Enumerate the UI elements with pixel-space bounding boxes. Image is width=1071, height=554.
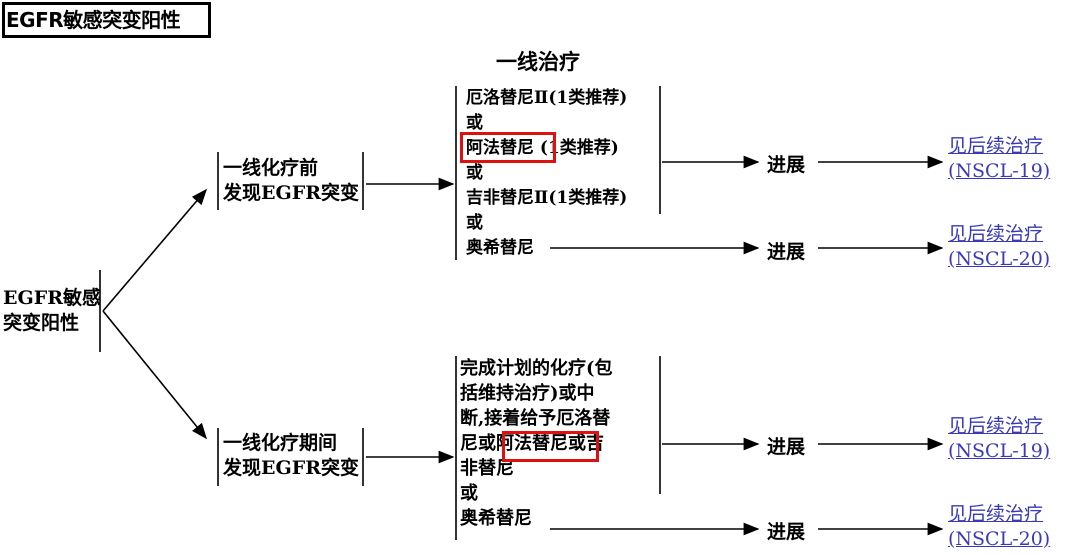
root-node: EGFR敏感 突变阳性 [3, 286, 101, 336]
link-nscl-20-top[interactable]: 见后续治疗 (NSCL-20) [948, 222, 1050, 272]
link-nscl-19-bottom[interactable]: 见后续治疗 (NSCL-19) [948, 414, 1050, 464]
branch-during-line2: 发现EGFR突变 [223, 457, 359, 479]
afatinib-highlight-box [460, 132, 556, 163]
branch-before-line1: 一线化疗前 [223, 157, 319, 179]
title-box [2, 2, 211, 38]
link-line2: (NSCL-19) [948, 440, 1051, 462]
option-osimertinib: 奥希替尼 [466, 238, 534, 258]
branch-before-chemo: 一线化疗前 发现EGFR突变 [223, 156, 359, 206]
link-line1: 见后续治疗 [948, 503, 1044, 525]
link-line1: 见后续治疗 [948, 135, 1044, 157]
page-title: EGFR敏感突变阳性 [6, 8, 181, 32]
link-nscl-19-top[interactable]: 见后续治疗 (NSCL-19) [948, 134, 1050, 184]
bottom-text-line3: 断,接着给予厄洛替 [460, 408, 611, 429]
progress-label-1: 进展 [767, 154, 806, 176]
branch-during-chemo: 一线化疗期间 发现EGFR突变 [223, 431, 359, 481]
afatinib-highlight-text: 阿法替尼 [496, 433, 568, 454]
progress-label-3: 进展 [767, 436, 806, 458]
afatinib-highlight-box-bottom [502, 431, 599, 462]
root-line2: 突变阳性 [3, 312, 80, 334]
or-label: 或 [466, 213, 483, 233]
link-line2: (NSCL-20) [948, 528, 1051, 550]
option-afatinib: 阿法替尼 (1类推荐) [466, 138, 619, 158]
bottom-text-line1: 完成计划的化疗(包 [460, 358, 613, 379]
or-label: 或 [460, 483, 478, 504]
link-line1: 见后续治疗 [948, 223, 1044, 245]
column-header: 一线治疗 [496, 50, 580, 74]
or-label: 或 [466, 163, 483, 183]
link-line2: (NSCL-19) [948, 160, 1051, 182]
top-options: 厄洛替尼Ⅱ(1类推荐) 或 阿法替尼 (1类推荐) 或 吉非替尼Ⅱ(1类推荐) … [466, 86, 627, 261]
link-nscl-20-bottom[interactable]: 见后续治疗 (NSCL-20) [948, 502, 1050, 552]
branch-during-line1: 一线化疗期间 [223, 432, 338, 454]
root-line1: EGFR敏感 [3, 287, 101, 309]
option-erlotinib: 厄洛替尼Ⅱ(1类推荐) [466, 88, 628, 108]
bottom-text-line4: 尼或阿法替尼或吉 [460, 433, 604, 454]
or-label: 或 [466, 113, 483, 133]
bottom-options: 完成计划的化疗(包 括维持治疗)或中 断,接着给予厄洛替 尼或阿法替尼或吉 非替… [460, 356, 613, 531]
progress-label-4: 进展 [767, 521, 806, 543]
branch-before-line2: 发现EGFR突变 [223, 182, 359, 204]
option-osimertinib-bottom: 奥希替尼 [460, 508, 532, 529]
link-line1: 见后续治疗 [948, 415, 1044, 437]
bottom-text-line2: 括维持治疗)或中 [460, 383, 595, 404]
progress-label-2: 进展 [767, 241, 806, 263]
option-gefitinib: 吉非替尼Ⅱ(1类推荐) [466, 188, 628, 208]
bottom-text-line5: 非替尼 [460, 458, 514, 479]
link-line2: (NSCL-20) [948, 248, 1051, 270]
